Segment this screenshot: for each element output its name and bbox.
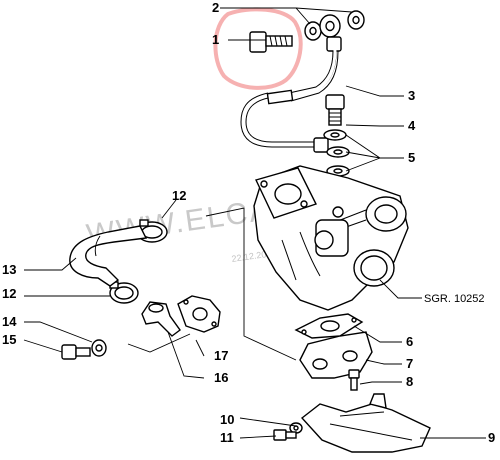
gasket-part-17[interactable]: [177, 295, 221, 333]
callout-17: 17: [214, 348, 228, 363]
oil-return-part-16[interactable]: [141, 301, 181, 337]
washer-part-5[interactable]: [323, 129, 350, 177]
callout-8: 8: [406, 374, 413, 389]
clamp-part-12-top[interactable]: [136, 219, 168, 243]
bolt-part-1[interactable]: [249, 31, 293, 53]
screw-part-8[interactable]: [348, 369, 360, 391]
callout-2: 2: [212, 0, 219, 15]
bolt-part-11[interactable]: [273, 429, 297, 441]
bolt-part-15[interactable]: [61, 344, 91, 360]
callout-5: 5: [408, 150, 415, 165]
leader-lines: [23, 7, 486, 439]
oil-pipe-part-3[interactable]: [240, 14, 342, 153]
callout-3: 3: [408, 88, 415, 103]
hose-part-13[interactable]: [69, 225, 148, 287]
clamp-part-12-bottom[interactable]: [109, 281, 139, 304]
callout-12-bottom: 12: [2, 286, 16, 301]
washer-part-2[interactable]: [304, 10, 365, 41]
gasket-part-6[interactable]: [294, 313, 364, 339]
highlight-circle: [213, 7, 303, 90]
heat-shield-part-9[interactable]: [300, 393, 431, 453]
reference-label: SGR. 10252: [424, 293, 485, 305]
callout-13: 13: [2, 262, 16, 277]
watermark-date: 22.12.20: [231, 249, 267, 264]
callout-6: 6: [406, 334, 413, 349]
callout-7: 7: [406, 356, 413, 371]
callout-10: 10: [220, 412, 234, 427]
turbocharger[interactable]: [253, 165, 409, 311]
callout-16: 16: [214, 370, 228, 385]
callout-12-top: 12: [172, 188, 186, 203]
bracket-part-7[interactable]: [299, 331, 373, 379]
callout-1: 1: [212, 32, 219, 47]
callout-15: 15: [2, 332, 16, 347]
washer-part-14[interactable]: [91, 339, 107, 357]
callout-14: 14: [2, 314, 17, 329]
callout-11: 11: [220, 430, 234, 445]
callout-9: 9: [488, 430, 495, 445]
bolt-part-4[interactable]: [325, 94, 345, 126]
callout-4: 4: [408, 118, 416, 133]
